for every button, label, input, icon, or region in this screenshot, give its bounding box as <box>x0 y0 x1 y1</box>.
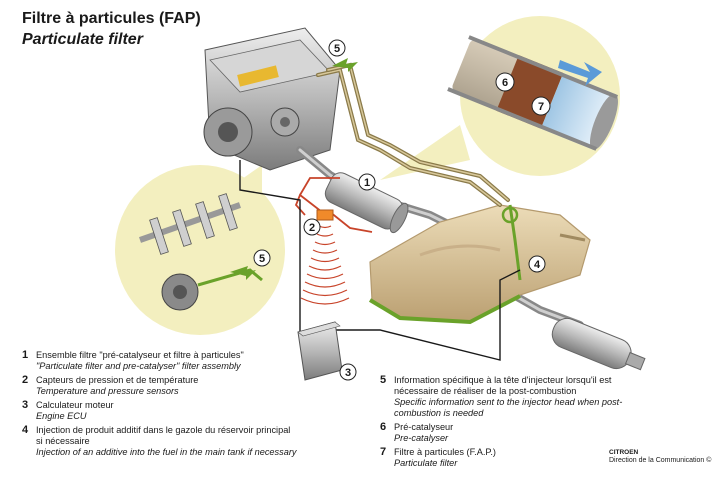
signal-arrow-engine <box>332 58 358 72</box>
injector-bubble <box>115 165 285 335</box>
callout-1: 1 <box>358 173 376 191</box>
legend-item-4: 4 Injection de produit additif dans le g… <box>22 424 297 458</box>
legend-left: 1 Ensemble filtre "pré-catalyseur et fil… <box>22 350 297 461</box>
page-title: Filtre à particules (FAP) <box>22 10 201 27</box>
callout-6: 6 <box>495 72 515 92</box>
brand-dept: Direction de la Communication © <box>609 457 712 464</box>
legend-item-5: 5 Information spécifique à la tête d'inj… <box>380 374 623 419</box>
fuel-tank <box>368 204 591 325</box>
svg-text:5: 5 <box>334 43 340 55</box>
callout-5: 5 <box>328 39 346 57</box>
legend-right: 5 Information spécifique à la tête d'inj… <box>380 375 630 472</box>
exhaust-flow-arrow <box>558 60 602 86</box>
svg-text:7: 7 <box>538 101 544 113</box>
page-subtitle: Particulate filter <box>22 31 143 48</box>
pressure-temperature-sensor <box>316 209 334 221</box>
svg-text:1: 1 <box>364 177 370 189</box>
svg-text:2: 2 <box>309 222 315 234</box>
callouts: 1 2 3 4 5 5 6 7 <box>253 39 551 381</box>
sensor-signal-waves <box>300 225 350 305</box>
callout-7: 7 <box>531 96 551 116</box>
svg-text:3: 3 <box>345 367 351 379</box>
injector-rail <box>139 193 263 311</box>
silencer <box>551 317 646 371</box>
engine-ecu <box>297 321 343 381</box>
svg-text:4: 4 <box>534 259 541 271</box>
callout-4: 4 <box>528 255 546 273</box>
callout-5b: 5 <box>253 249 271 267</box>
svg-text:6: 6 <box>502 77 508 89</box>
svg-text:5: 5 <box>259 253 265 265</box>
legend-item-2: 2 Capteurs de pression et de température… <box>22 374 199 397</box>
legend-item-7: 7 Filtre à particules (F.A.P.)Particulat… <box>380 446 496 469</box>
brand-name: CITROEN <box>609 449 639 456</box>
engine <box>203 27 341 171</box>
legend-item-1: 1 Ensemble filtre "pré-catalyseur et fil… <box>22 349 244 372</box>
callout-2: 2 <box>303 218 321 236</box>
callout-3: 3 <box>339 363 357 381</box>
brand-credit: CITROEN Direction de la Communication © <box>609 449 711 465</box>
